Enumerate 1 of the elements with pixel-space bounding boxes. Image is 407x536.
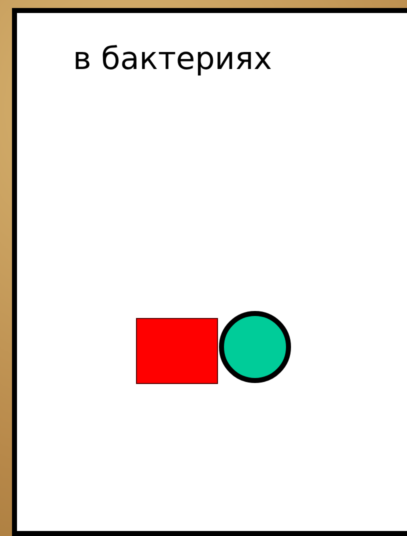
title: в бактериях [73, 41, 272, 77]
